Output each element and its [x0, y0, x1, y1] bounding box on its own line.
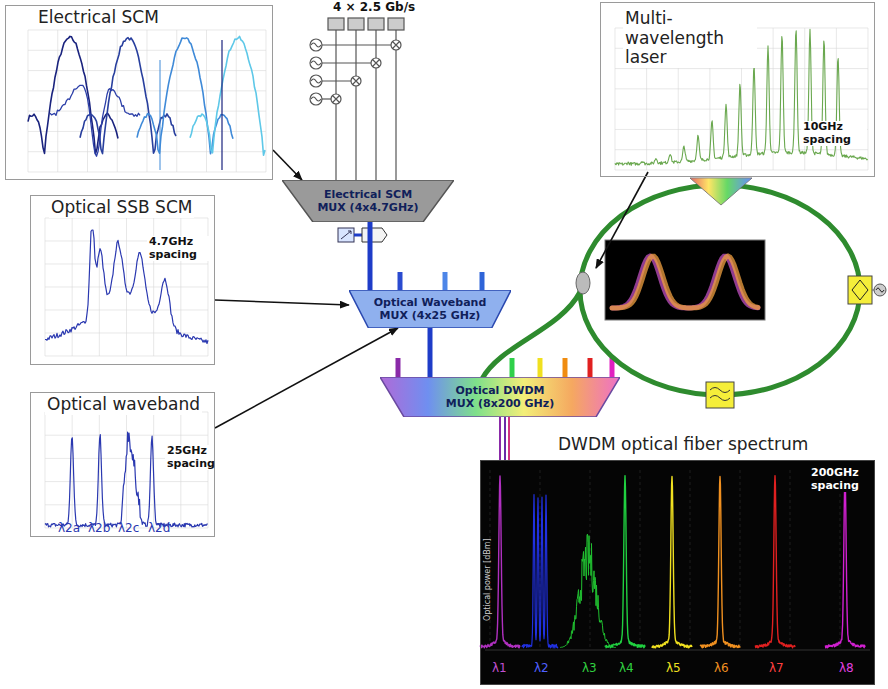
wavelength-label: λ3	[582, 662, 597, 675]
spacing-note: 200GHz spacing	[809, 467, 871, 492]
axis-label: Optical power [dBm]	[484, 539, 493, 622]
panel-title: DWDM optical fiber spectrum	[556, 435, 810, 455]
wavelength-label: λ6	[714, 662, 729, 675]
panel-title: Multi-wavelength laser	[623, 9, 757, 68]
spacing-note: 4.7GHz spacing	[147, 236, 211, 261]
fiber-link	[428, 328, 433, 377]
pointer-arrow	[504, 417, 506, 460]
mux-label: Optical DWDM	[455, 384, 544, 397]
spectrum-panel: DWDM optical fiber spectrum200GHz spacin…	[480, 460, 875, 685]
mux-trapezoid: Electrical SCMMUX (4x4.7GHz)	[282, 180, 454, 222]
spacing-note: 25GHz spacing	[165, 445, 211, 470]
wavelength-label: λ2b	[88, 522, 110, 535]
pointer-arrow	[215, 300, 349, 305]
wavelength-label: λ2	[534, 662, 549, 675]
spacing-note: 10GHz spacing	[801, 121, 867, 146]
panel-title: Electrical SCM	[36, 8, 161, 28]
spectrum-panel: Multi-wavelength laser 10GHz spacing	[600, 2, 875, 177]
panel-title: Optical waveband	[45, 395, 202, 415]
panel-title: Optical SSB SCM	[49, 198, 194, 218]
mux-label: Optical Waveband	[374, 296, 487, 309]
spectrum-panel: Optical waveband 25GHz spacing	[30, 392, 215, 537]
wavelength-label: λ7	[769, 662, 784, 675]
pointer-arrow	[215, 328, 398, 428]
wavelength-label: λ2c	[118, 522, 139, 535]
mux-label: MUX (4x4.7GHz)	[317, 201, 418, 214]
wavelength-label: λ2a	[58, 522, 80, 535]
mux-label: MUX (8x200 GHz)	[446, 397, 554, 410]
wavelength-label: λ2d	[148, 522, 170, 535]
wavelength-label: λ4	[619, 662, 634, 675]
spectrum-panel: Optical SSB SCM 4.7GHz spacing	[30, 195, 215, 365]
fiber-link	[368, 222, 373, 290]
wavelength-label: λ8	[839, 662, 854, 675]
pointer-arrow	[273, 150, 302, 180]
mux-label: Electrical SCM	[324, 188, 412, 201]
mux-label: MUX (4x25 GHz)	[380, 309, 481, 322]
spectrum-panel: Electrical SCM	[5, 5, 273, 180]
wavelength-label: λ1	[492, 662, 507, 675]
bitrate-label: 4 × 2.5 Gb/s	[333, 1, 415, 14]
mux-trapezoid: Optical DWDMMUX (8x200 GHz)	[380, 377, 620, 417]
mux-trapezoid: Optical WavebandMUX (4x25 GHz)	[349, 290, 511, 328]
wavelength-label: λ5	[666, 662, 681, 675]
